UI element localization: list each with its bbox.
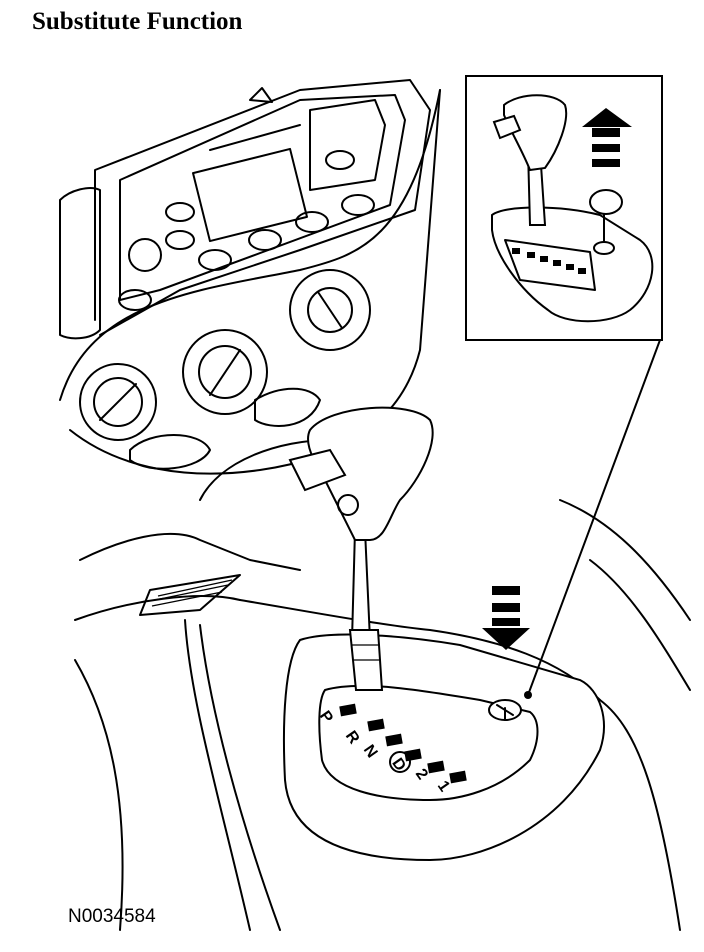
climate-control-knobs [79,269,371,470]
figure-reference-code: N0034584 [68,906,156,927]
diagram-title: Substitute Function [32,8,243,35]
dashboard-center-stack [59,79,441,475]
inset-leader-dot [524,691,532,699]
inset-override-tool [589,189,623,215]
shift-lock-override-button [488,699,522,721]
gear-d-indicator-ring [389,751,411,773]
inset-gate-detents [512,248,586,274]
inset-leader-line [527,339,661,696]
press-down-arrow [482,586,530,650]
shift-lock-button [288,448,347,492]
inset-upward-arrow [582,108,632,127]
detail-inset [465,75,663,341]
shift-lever [288,406,434,691]
center-console [74,439,691,931]
